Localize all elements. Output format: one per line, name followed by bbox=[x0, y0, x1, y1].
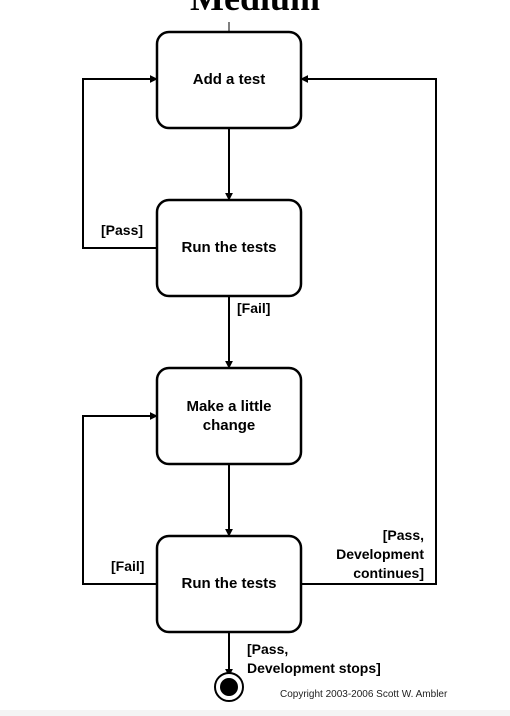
node-make-change-label-line2: change bbox=[203, 417, 256, 434]
node-make-change bbox=[155, 366, 303, 466]
edge-label-fail-2: [Fail] bbox=[111, 558, 144, 574]
bottom-strip bbox=[0, 710, 510, 716]
final-state-inner bbox=[220, 678, 238, 696]
edge-label-pass-1: [Pass] bbox=[101, 222, 143, 238]
edge-run2-fail-loop bbox=[82, 412, 158, 585]
page-heading: Medium bbox=[0, 0, 510, 18]
node-make-change-label-line1: Make a little bbox=[186, 398, 271, 415]
edge-label-stop-line1: [Pass, bbox=[247, 641, 288, 657]
node-run-tests-1-label: Run the tests bbox=[181, 239, 276, 256]
copyright-text: Copyright 2003-2006 Scott W. Ambler bbox=[280, 689, 448, 700]
edge-label-continue-line1: [Pass, bbox=[383, 527, 424, 543]
edge-run1-pass-loop bbox=[82, 75, 158, 249]
node-add-test-label: Add a test bbox=[193, 71, 266, 88]
edge-label-continue-line2: Development bbox=[336, 546, 424, 562]
edge-label-stop-line2: Development stops] bbox=[247, 660, 381, 676]
edge-label-continue-line3: continues] bbox=[353, 565, 424, 581]
edge-label-fail-1: [Fail] bbox=[237, 300, 270, 316]
node-run-tests-2-label: Run the tests bbox=[181, 575, 276, 592]
edge-run2-continue-loop bbox=[300, 75, 437, 585]
